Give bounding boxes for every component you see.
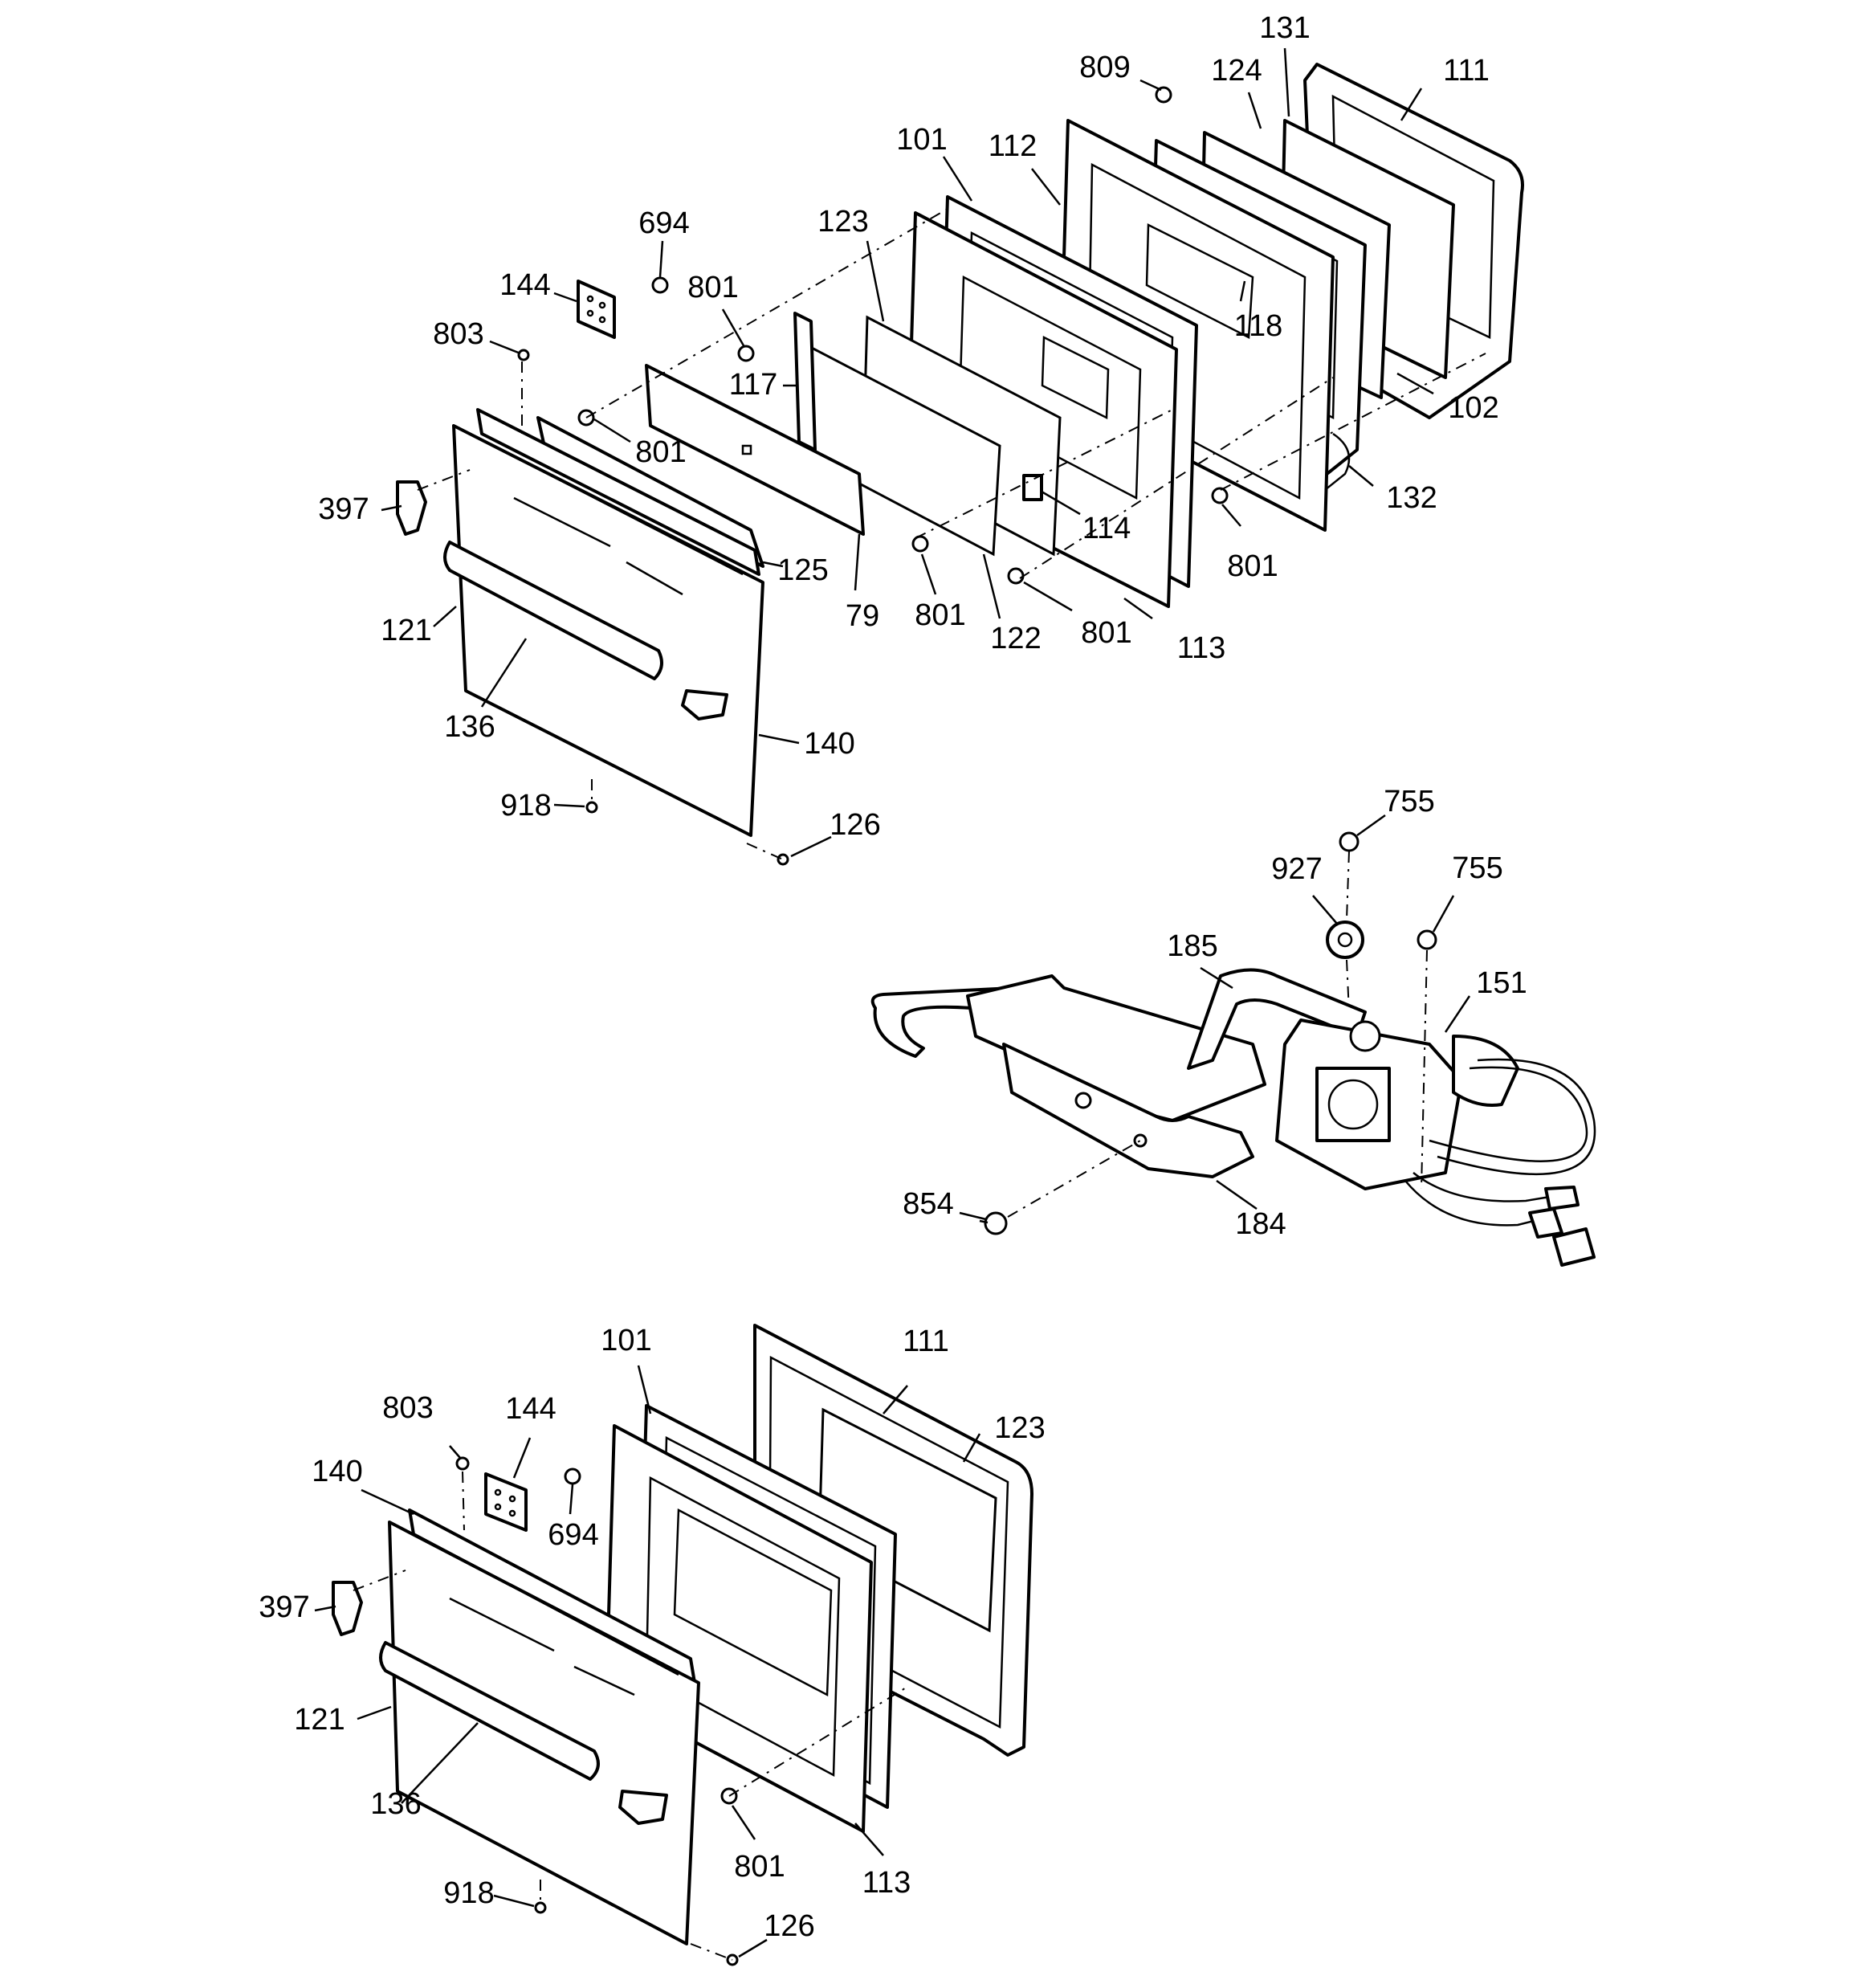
label-lower-126: 126 [764,1909,814,1943]
label-801-d: 801 [915,598,965,632]
label-397: 397 [318,492,369,526]
screw-803-lower [455,1456,470,1471]
label-185: 185 [1167,929,1217,963]
part-114-clip [1022,474,1043,501]
screw-801-d [911,535,929,553]
label-118: 118 [1234,309,1283,343]
part-117-bracket [793,312,817,451]
screw-801-a [737,345,755,362]
part-144-lower-hinge-plate [484,1472,528,1532]
label-755-b: 755 [1452,851,1502,885]
motor-part-labels: 755 927 755 185 151 854 184 [903,785,1527,1241]
lower-door-assembly: 101 111 803 144 123 140 694 397 121 136 … [259,1324,1046,1966]
label-lower-397: 397 [259,1590,309,1624]
label-lower-101: 101 [601,1324,651,1357]
part-151-motor [1275,1018,1519,1190]
upper-part-labels: 809 131 124 111 101 112 694 123 144 801 … [318,11,1498,842]
label-131: 131 [1259,11,1310,45]
label-854: 854 [903,1187,953,1221]
label-123: 123 [817,205,868,239]
label-lower-918: 918 [443,1876,494,1910]
label-144: 144 [499,268,550,302]
screw-809 [1155,86,1172,104]
label-lower-694: 694 [548,1518,598,1552]
motor-leader-lines [959,814,1471,1221]
label-140: 140 [804,727,854,761]
part-136-lower-handle [379,1641,668,1825]
label-lower-123: 123 [994,1411,1045,1445]
label-151: 151 [1476,966,1527,1000]
screw-801-e [1007,567,1025,585]
screw-755-b [1417,929,1437,950]
upper-leader-lines [381,47,1434,858]
label-136: 136 [444,710,495,744]
label-755-a: 755 [1384,785,1434,818]
label-927: 927 [1271,852,1322,886]
label-lower-144: 144 [505,1392,556,1426]
lower-screws [455,1456,739,1966]
label-lower-113: 113 [862,1866,911,1900]
lower-part-labels: 101 111 803 144 123 140 694 397 121 136 … [259,1324,1045,1943]
label-lower-136: 136 [370,1787,421,1821]
label-809: 809 [1079,51,1130,84]
screw-694-lower [564,1468,581,1485]
label-lower-803: 803 [382,1391,433,1425]
part-136-handle [443,541,728,720]
label-694: 694 [638,206,689,240]
label-102: 102 [1448,391,1498,425]
label-lower-801: 801 [734,1850,785,1884]
part-144-hinge-plate [577,280,616,339]
part-927-washer [1326,921,1364,959]
label-132: 132 [1386,481,1437,515]
part-397-latch [396,480,427,536]
upper-alignment-lines [417,208,1486,860]
screw-854 [979,1211,1008,1235]
label-lower-140: 140 [312,1455,362,1488]
label-101: 101 [896,123,947,157]
label-801-c: 801 [1227,549,1278,583]
label-126: 126 [830,808,880,842]
screw-694 [651,276,669,294]
motor-wires [1404,1058,1596,1267]
label-124: 124 [1211,54,1262,88]
lower-leader-lines [314,1365,981,1958]
label-803: 803 [433,317,483,351]
part-79-baffle [645,364,865,536]
label-79: 79 [846,599,879,633]
part-140-door-frame [476,408,760,576]
screw-126 [777,853,789,866]
label-111: 111 [1443,54,1490,88]
motor-latch-assembly: 755 927 755 185 151 854 184 [870,785,1596,1267]
lower-alignment-lines [353,1471,908,1961]
label-801-b: 801 [635,435,686,469]
screw-801-c [1211,487,1229,504]
screw-755-a [1339,831,1360,852]
label-122: 122 [990,622,1041,655]
label-117: 117 [729,368,778,402]
label-801-a: 801 [687,271,738,304]
part-132-hinge [1324,432,1351,491]
upper-screws [517,86,1229,866]
label-125: 125 [777,553,828,587]
label-184: 184 [1235,1207,1286,1241]
screw-803 [517,349,530,361]
part-397-lower-latch [332,1581,363,1636]
label-lower-111: 111 [903,1325,949,1358]
screw-918 [585,801,598,814]
label-113: 113 [1177,631,1226,665]
part-184-bracket [1002,1043,1254,1178]
upper-door-assembly: 809 131 124 111 101 112 694 123 144 801 … [318,11,1524,866]
screw-918-lower [534,1901,547,1914]
label-114: 114 [1082,512,1131,545]
label-lower-121: 121 [294,1703,344,1737]
label-121: 121 [381,614,431,647]
label-801-e: 801 [1081,616,1131,650]
label-918: 918 [500,789,551,823]
motor-alignment-lines [1007,851,1428,1218]
label-112: 112 [989,129,1037,163]
